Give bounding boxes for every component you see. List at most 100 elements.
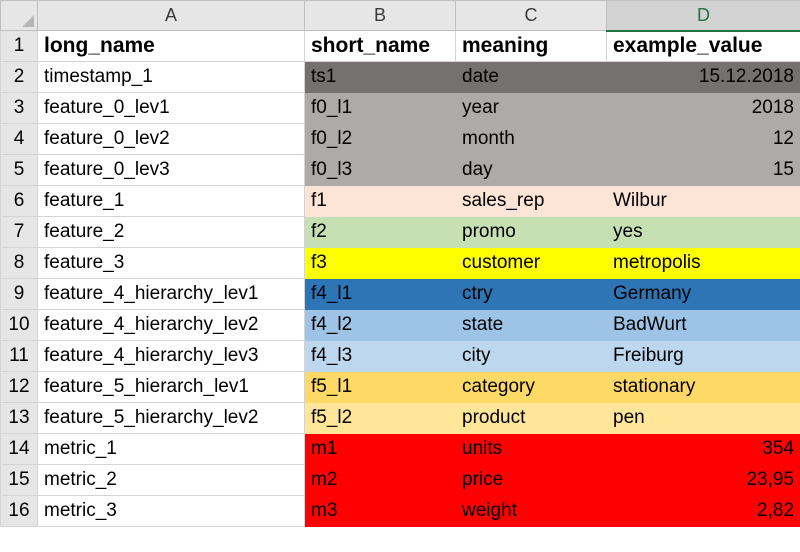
spreadsheet-grid: A B C D 1 long_name short_name meaning e… [0, 0, 800, 527]
cell-example-value[interactable]: stationary [606, 371, 800, 403]
header-cell-long-name[interactable]: long_name [37, 30, 305, 62]
cell-meaning[interactable]: year [455, 92, 607, 124]
cell-long-name[interactable]: metric_2 [37, 464, 305, 496]
cell-short-name[interactable]: m2 [304, 464, 456, 496]
cell-meaning[interactable]: state [455, 309, 607, 341]
cell-example-value[interactable]: 15.12.2018 [606, 61, 800, 93]
cell-long-name[interactable]: metric_3 [37, 495, 305, 527]
cell-long-name[interactable]: timestamp_1 [37, 61, 305, 93]
cell-meaning[interactable]: sales_rep [455, 185, 607, 217]
cell-example-value[interactable]: 12 [606, 123, 800, 155]
cell-example-value[interactable]: Wilbur [606, 185, 800, 217]
cell-long-name[interactable]: feature_5_hierarch_lev1 [37, 371, 305, 403]
cell-short-name[interactable]: f1 [304, 185, 456, 217]
cell-long-name[interactable]: metric_1 [37, 433, 305, 465]
cell-short-name[interactable]: f5_l2 [304, 402, 456, 434]
column-header-b[interactable]: B [304, 0, 456, 31]
row-header[interactable]: 13 [0, 402, 38, 434]
column-header-c[interactable]: C [455, 0, 607, 31]
cell-example-value[interactable]: yes [606, 216, 800, 248]
row-header[interactable]: 3 [0, 92, 38, 124]
row-header[interactable]: 15 [0, 464, 38, 496]
select-all-triangle-icon [22, 15, 34, 27]
header-cell-example-value[interactable]: example_value [606, 30, 800, 62]
row-header[interactable]: 11 [0, 340, 38, 372]
cell-meaning[interactable]: promo [455, 216, 607, 248]
cell-short-name[interactable]: f5_l1 [304, 371, 456, 403]
cell-meaning[interactable]: city [455, 340, 607, 372]
row-header[interactable]: 10 [0, 309, 38, 341]
cell-short-name[interactable]: f4_l3 [304, 340, 456, 372]
cell-meaning[interactable]: customer [455, 247, 607, 279]
cell-meaning[interactable]: ctry [455, 278, 607, 310]
cell-meaning[interactable]: product [455, 402, 607, 434]
row-header[interactable]: 7 [0, 216, 38, 248]
row-header[interactable]: 16 [0, 495, 38, 527]
cell-example-value[interactable]: 23,95 [606, 464, 800, 496]
cell-example-value[interactable]: 2018 [606, 92, 800, 124]
cell-meaning[interactable]: day [455, 154, 607, 186]
cell-short-name[interactable]: f0_l2 [304, 123, 456, 155]
cell-meaning[interactable]: units [455, 433, 607, 465]
column-header-d[interactable]: D [606, 0, 800, 32]
cell-short-name[interactable]: m3 [304, 495, 456, 527]
row-header[interactable]: 9 [0, 278, 38, 310]
cell-example-value[interactable]: Germany [606, 278, 800, 310]
header-row: 1 long_name short_name meaning example_v… [0, 30, 800, 62]
cell-example-value[interactable]: 15 [606, 154, 800, 186]
cell-short-name[interactable]: f0_l3 [304, 154, 456, 186]
cell-long-name[interactable]: feature_2 [37, 216, 305, 248]
header-cell-short-name[interactable]: short_name [304, 30, 456, 62]
row-header[interactable]: 2 [0, 61, 38, 93]
cell-long-name[interactable]: feature_0_lev1 [37, 92, 305, 124]
cell-long-name[interactable]: feature_4_hierarchy_lev1 [37, 278, 305, 310]
cell-meaning[interactable]: month [455, 123, 607, 155]
header-cell-meaning[interactable]: meaning [455, 30, 607, 62]
column-header-row: A B C D [0, 0, 800, 32]
cell-example-value[interactable]: 2,82 [606, 495, 800, 527]
cell-long-name[interactable]: feature_4_hierarchy_lev3 [37, 340, 305, 372]
cell-meaning[interactable]: date [455, 61, 607, 93]
row-header[interactable]: 4 [0, 123, 38, 155]
row-header[interactable]: 5 [0, 154, 38, 186]
cell-example-value[interactable]: Freiburg [606, 340, 800, 372]
cell-long-name[interactable]: feature_0_lev3 [37, 154, 305, 186]
row-header[interactable]: 12 [0, 371, 38, 403]
cell-short-name[interactable]: ts1 [304, 61, 456, 93]
cell-short-name[interactable]: f3 [304, 247, 456, 279]
cell-long-name[interactable]: feature_3 [37, 247, 305, 279]
cell-long-name[interactable]: feature_4_hierarchy_lev2 [37, 309, 305, 341]
cell-short-name[interactable]: f0_l1 [304, 92, 456, 124]
cell-long-name[interactable]: feature_5_hierarchy_lev2 [37, 402, 305, 434]
cell-example-value[interactable]: metropolis [606, 247, 800, 279]
select-all-corner[interactable] [0, 0, 38, 31]
row-header[interactable]: 14 [0, 433, 38, 465]
column-header-a[interactable]: A [37, 0, 305, 31]
cell-short-name[interactable]: f4_l2 [304, 309, 456, 341]
row-header[interactable]: 6 [0, 185, 38, 217]
cell-short-name[interactable]: m1 [304, 433, 456, 465]
cell-meaning[interactable]: category [455, 371, 607, 403]
row-header[interactable]: 8 [0, 247, 38, 279]
cell-long-name[interactable]: feature_0_lev2 [37, 123, 305, 155]
row-header[interactable]: 1 [0, 30, 38, 62]
cell-meaning[interactable]: price [455, 464, 607, 496]
cell-meaning[interactable]: weight [455, 495, 607, 527]
cell-short-name[interactable]: f2 [304, 216, 456, 248]
cell-example-value[interactable]: pen [606, 402, 800, 434]
cell-example-value[interactable]: 354 [606, 433, 800, 465]
cell-long-name[interactable]: feature_1 [37, 185, 305, 217]
cell-example-value[interactable]: BadWurt [606, 309, 800, 341]
cell-short-name[interactable]: f4_l1 [304, 278, 456, 310]
